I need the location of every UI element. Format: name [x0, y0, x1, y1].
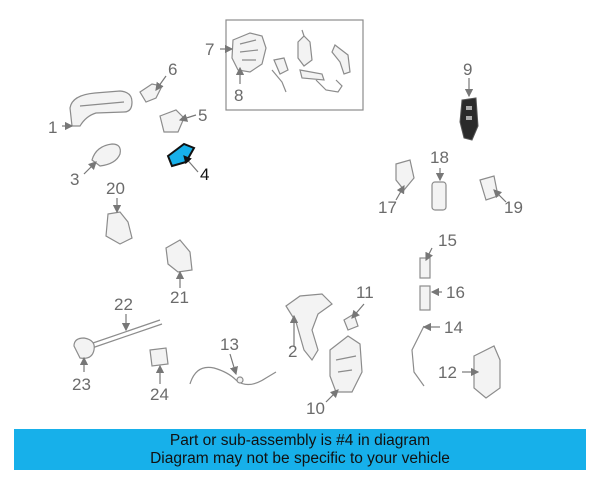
part-23-rod-end — [73, 337, 95, 359]
part-number: 12 — [438, 363, 457, 382]
part-number: 15 — [438, 231, 457, 250]
part-number: 23 — [72, 375, 91, 394]
part-13-cable — [189, 366, 277, 386]
part-3-handle-bezel — [91, 143, 121, 167]
banner-line-1: Part or sub-assembly is #4 in diagram — [169, 432, 431, 449]
part-number: 24 — [150, 385, 169, 404]
part-number: 10 — [306, 399, 325, 418]
part-number: 18 — [430, 148, 449, 167]
part-15-bushing — [419, 257, 431, 279]
part-number: 17 — [378, 198, 397, 217]
part-12-latch — [473, 345, 501, 399]
part-number: 2 — [288, 342, 297, 361]
part-14-rod — [411, 325, 425, 387]
part-number: 11 — [356, 283, 374, 302]
info-banner: Part or sub-assembly is #4 in diagram Di… — [14, 429, 586, 470]
part-21-bracket — [165, 239, 193, 273]
part-10-door-latch — [329, 335, 363, 393]
leader-lines — [62, 44, 507, 403]
part-number: 5 — [198, 106, 207, 125]
part-number: 20 — [106, 179, 125, 198]
part-number: 8 — [234, 86, 243, 105]
part-number: 16 — [446, 283, 465, 302]
part-24-clip — [149, 347, 169, 367]
part-number: 7 — [205, 40, 214, 59]
part-number: 13 — [220, 335, 239, 354]
part-7-8-inset-box — [225, 19, 364, 111]
part-16-bushing — [419, 285, 431, 311]
part-number: 6 — [168, 60, 177, 79]
part-22-rod — [89, 319, 161, 345]
part-number: 14 — [444, 318, 463, 337]
part-number: 9 — [463, 60, 472, 79]
part-4-gasket-highlighted — [166, 142, 196, 168]
part-18-plate — [431, 181, 447, 211]
part-number: 21 — [170, 288, 189, 307]
part-5-gasket — [159, 109, 185, 133]
part-19-bracket — [479, 175, 499, 201]
part-number-highlighted: 4 — [200, 165, 209, 184]
parts-diagram: 1 2 3 4 5 6 7 8 9 10 11 12 13 14 15 16 1… — [48, 19, 523, 418]
part-11-latch-part — [343, 313, 359, 331]
part-2-latch-actuator — [285, 293, 333, 362]
part-1-door-handle — [69, 90, 133, 127]
part-number: 19 — [504, 198, 523, 217]
part-number: 1 — [48, 118, 57, 137]
part-20-bracket — [105, 211, 133, 245]
part-number: 22 — [114, 295, 133, 314]
part-number: 3 — [70, 170, 79, 189]
banner-line-2: Diagram may not be specific to your vehi… — [150, 450, 450, 467]
part-17-striker — [395, 159, 415, 191]
